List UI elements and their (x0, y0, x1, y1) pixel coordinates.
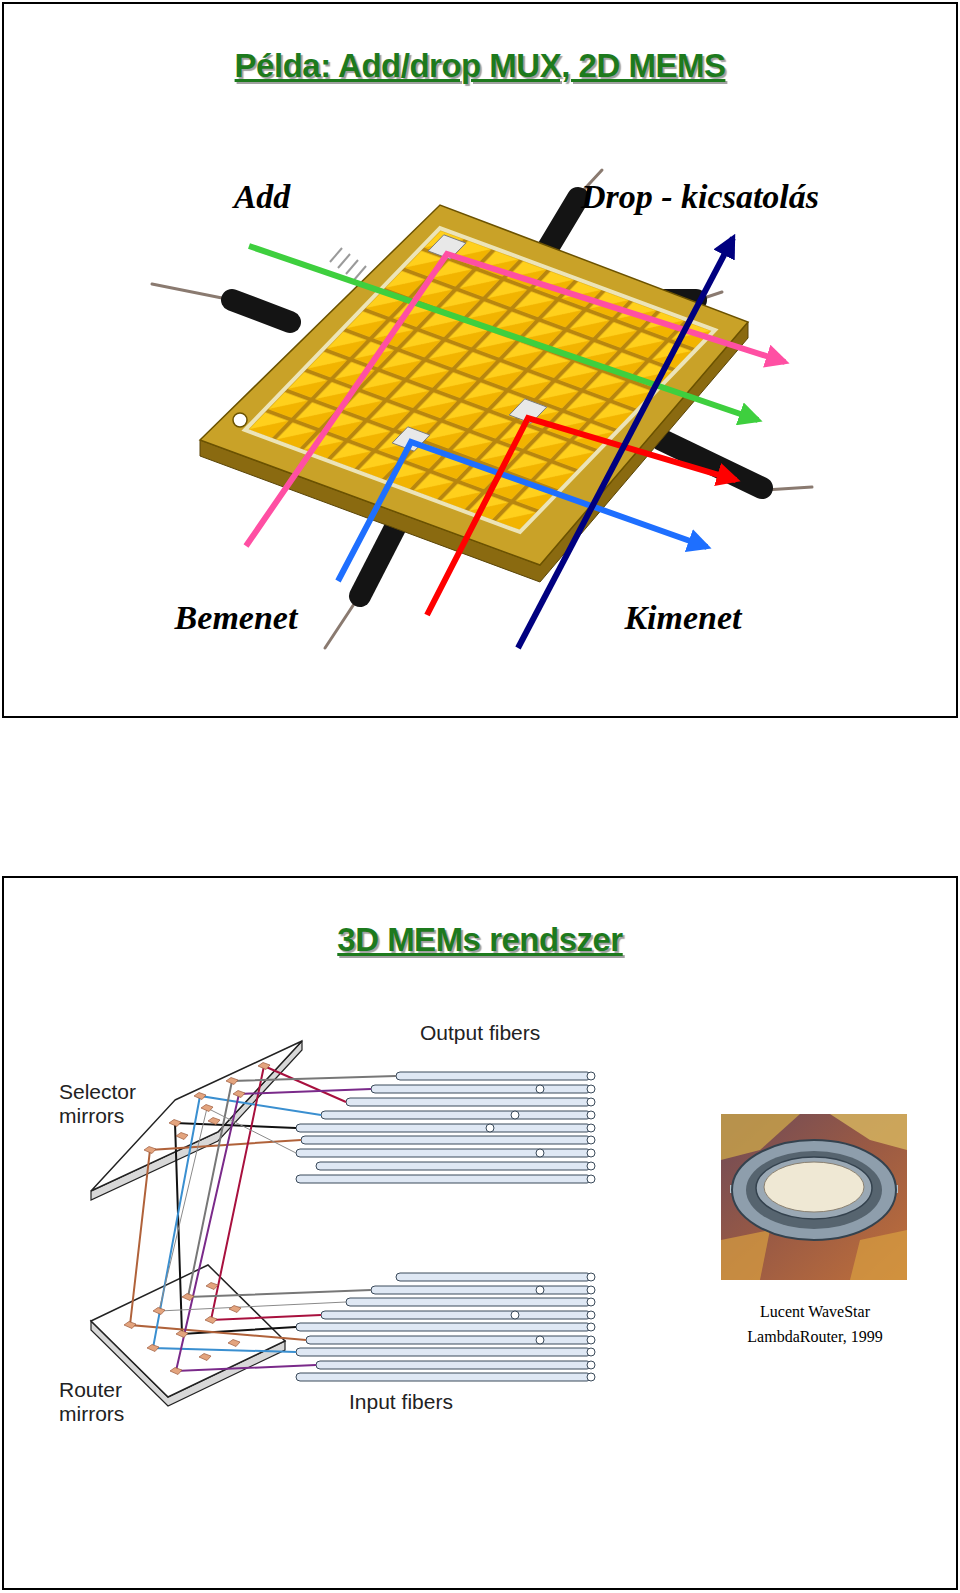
figure-label: Output fibers (420, 1021, 540, 1045)
port-label: Drop - kicsatolás (581, 178, 819, 215)
figure-label: Selector mirrors (59, 1080, 169, 1128)
slide-title: Példa: Add/drop MUX, 2D MEMS (4, 47, 956, 85)
port-label: Kimenet (624, 599, 741, 636)
figure-label: Router mirrors (59, 1378, 169, 1426)
chip-illustration (152, 170, 812, 648)
port-label: Bemenet (175, 599, 298, 636)
photo-caption: Lucent WaveStar LambdaRouter, 1999 (720, 1300, 910, 1350)
mems-3d-illustration (91, 1041, 595, 1406)
slide-title: 3D MEMs rendszer (4, 921, 956, 959)
port-label: Add (234, 178, 291, 215)
slide-frame: 3D MEMs rendszer (2, 876, 958, 1590)
mirror-photo (721, 1114, 907, 1280)
figure-label: Input fibers (349, 1390, 453, 1414)
slide-frame: Példa: Add/drop MUX, 2D MEMS (2, 2, 958, 718)
